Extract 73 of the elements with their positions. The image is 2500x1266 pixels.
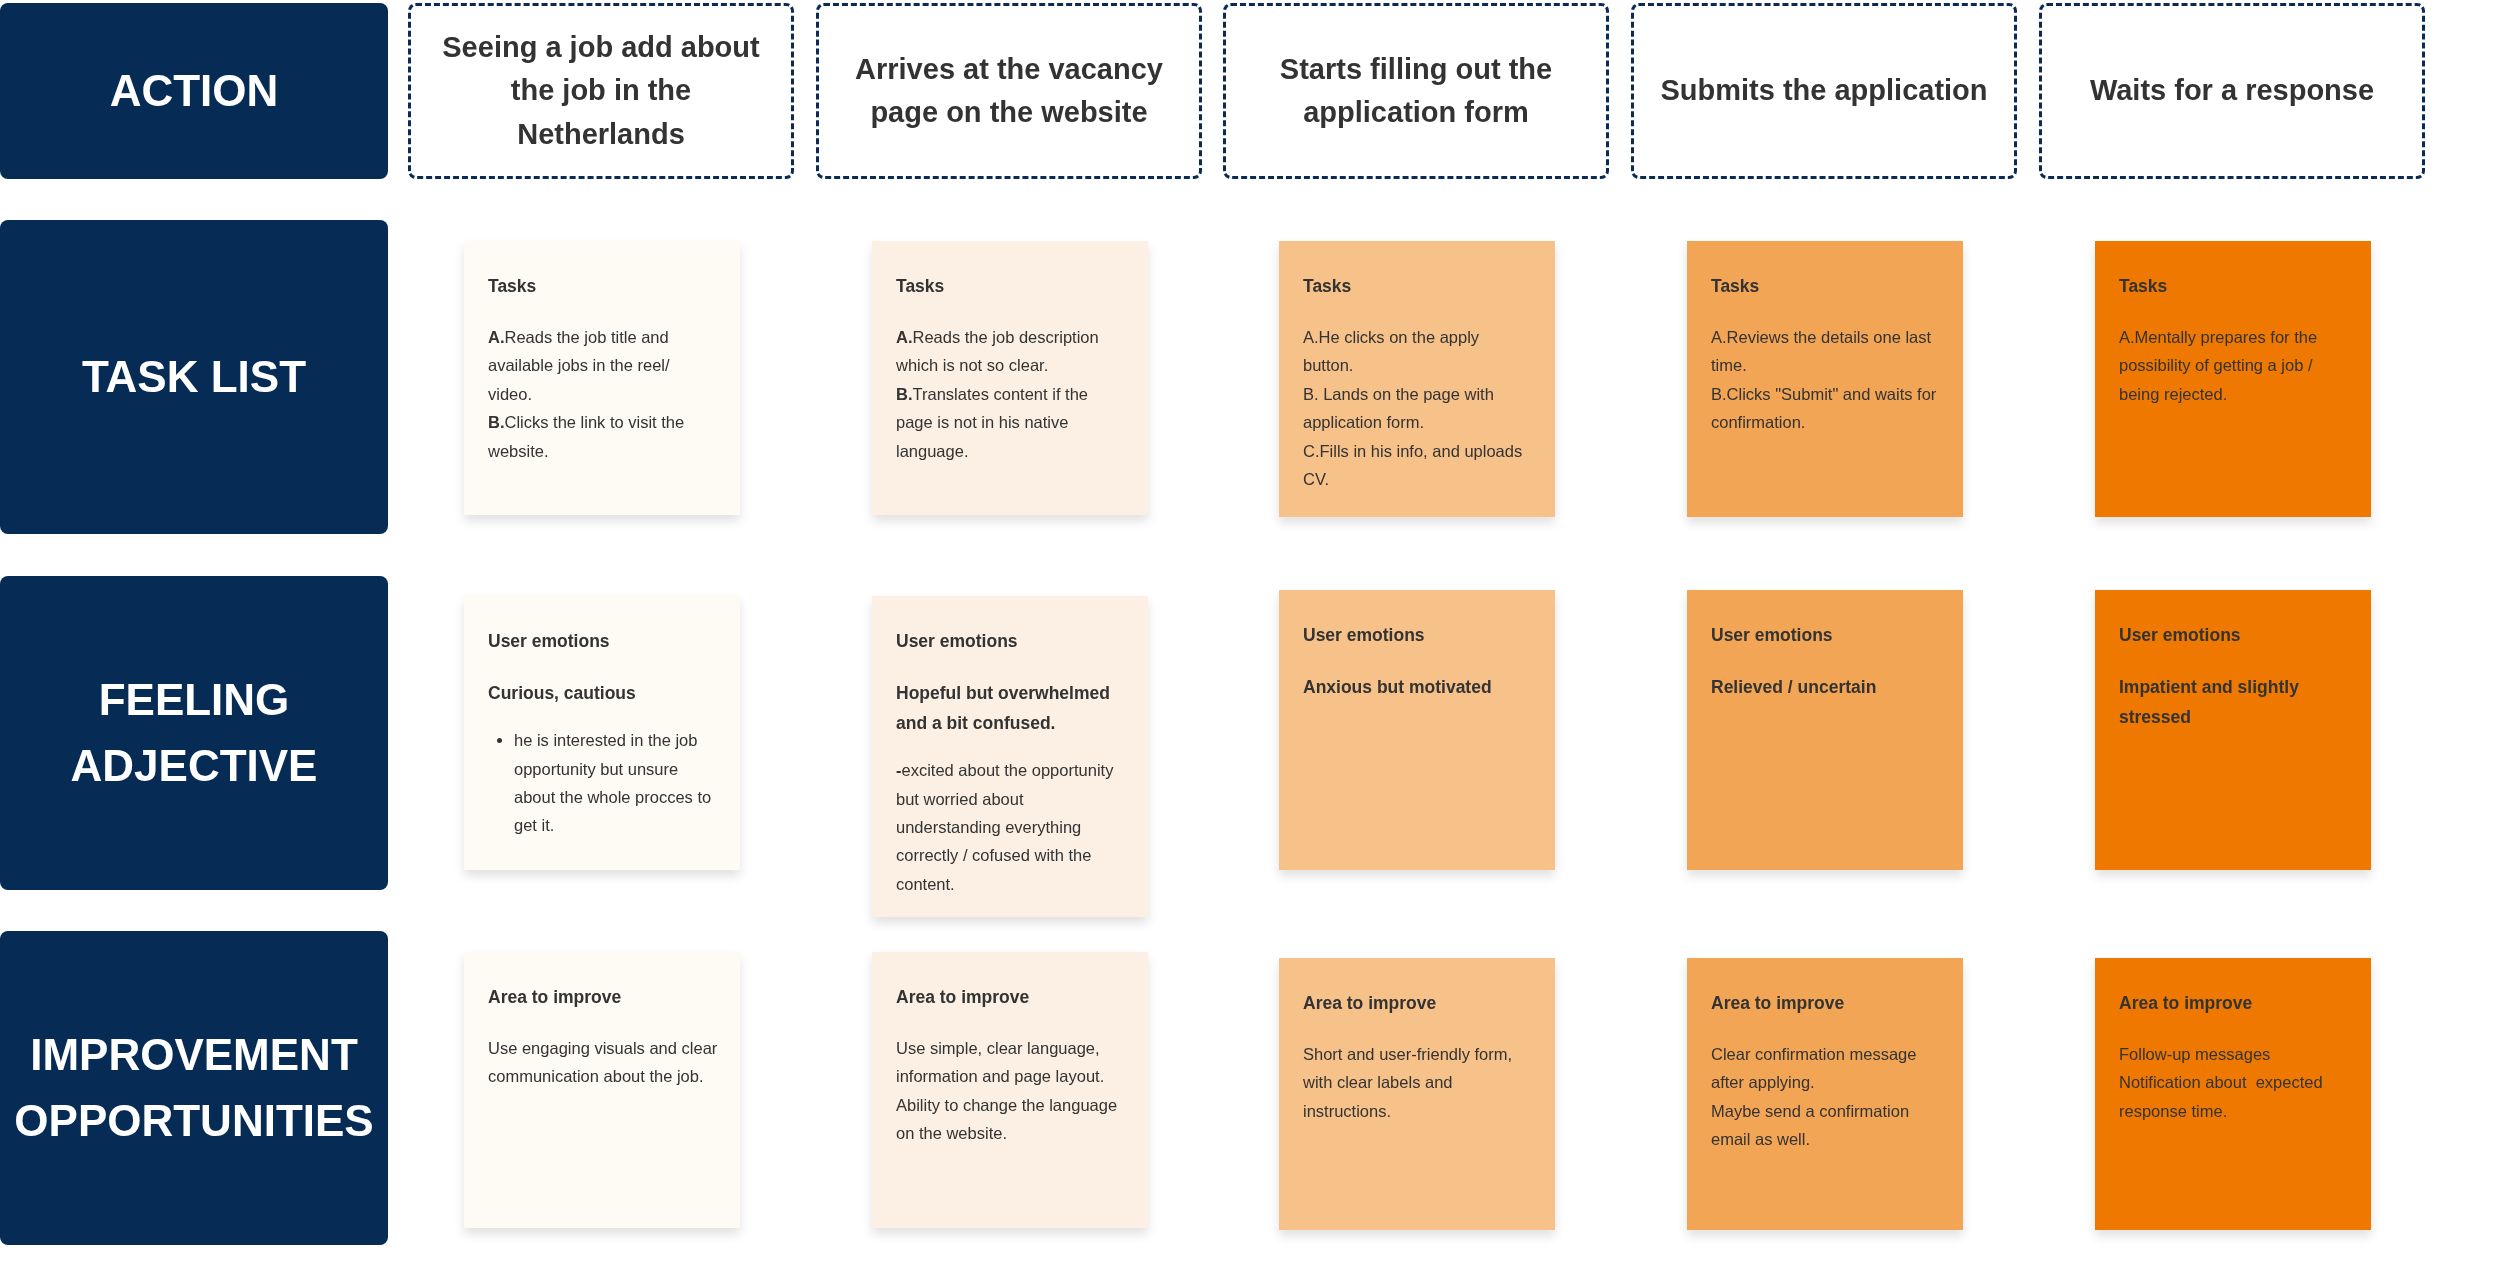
sticky-note: [464, 952, 740, 1228]
note-text: B.Clicks "Submit" and waits for confirmation.: [1711, 383, 1938, 434]
emotion-text: Impatient and slightly stressed: [2119, 676, 2300, 730]
sticky-note: [1687, 590, 1963, 870]
note-text: Clear confirmation message after applying.: [1711, 1044, 1918, 1094]
note-heading: User emotions: [2119, 624, 2242, 647]
row-header-box: [0, 220, 388, 534]
emotion-text: Hopeful but overwhelmed and a bit confused.: [896, 682, 1111, 736]
sticky-note: [1279, 241, 1555, 517]
action-text: Seeing a job add about the job in the Netherlands: [441, 29, 761, 152]
note-heading: Area to improve: [2119, 992, 2254, 1015]
note-text: B. Lands on the page with application form.: [1303, 383, 1495, 434]
note-text: Use engaging visuals and clear communication about the job.: [488, 1038, 718, 1088]
note-text: Notification about expected response time.: [2119, 1072, 2324, 1122]
note-heading: User emotions: [1711, 624, 1834, 647]
action-text: Starts filling out the application form: [1278, 51, 1554, 130]
action-box: [2039, 3, 2425, 179]
note-text: A.Mentally prepares for the possibility of getting a job / being rejected.: [2119, 327, 2319, 405]
sticky-note: [464, 596, 740, 870]
note-text: Maybe send a confirmation email as well.: [1711, 1100, 1911, 1151]
note-heading: Tasks: [488, 275, 538, 298]
note-heading: Tasks: [896, 275, 946, 298]
sticky-note: [2095, 958, 2371, 1230]
bullet-item: he is interested in the job opportunity but unsure about the whole procces to get it.: [488, 726, 718, 840]
note-heading: User emotions: [896, 630, 1019, 653]
note-heading: Area to improve: [1711, 992, 1846, 1015]
note-text: A.Reads the job description which is not so clear.: [896, 327, 1100, 377]
note-heading: Area to improve: [488, 986, 623, 1009]
note-text: -excited about the opportunity but worried about understanding everything correctly / cofused with the content.: [896, 760, 1115, 895]
row-header-label: TASK LIST: [81, 351, 307, 403]
sticky-note: [2095, 590, 2371, 870]
row-header-box: [0, 931, 388, 1245]
note-heading: User emotions: [1303, 624, 1426, 647]
note-heading: Tasks: [2119, 275, 2169, 298]
sticky-note: [1279, 958, 1555, 1230]
row-header-label: IMPROVEMENT OPPORTUNITIES: [13, 1029, 375, 1147]
emotion-text: Relieved / uncertain: [1711, 676, 1878, 700]
note-text: B.Clicks the link to visit the website.: [488, 412, 686, 462]
action-text: Submits the application: [1660, 73, 1988, 109]
row-header-label: FEELING ADJECTIVE: [69, 674, 319, 792]
note-text: Ability to change the language on the website.: [896, 1094, 1119, 1145]
action-box: [1631, 3, 2017, 179]
sticky-note: [1687, 241, 1963, 517]
note-heading: Area to improve: [1303, 992, 1438, 1015]
sticky-note: [464, 241, 740, 515]
note-text: Short and user-friendly form, with clear labels and instructions.: [1303, 1044, 1514, 1122]
row-header-box: [0, 576, 388, 890]
note-text: A.He clicks on the apply button.: [1303, 327, 1481, 377]
action-box: [816, 3, 1202, 179]
action-box: [408, 3, 794, 179]
note-text: B.Translates content if the page is not in his native language.: [896, 383, 1089, 462]
note-text: A.Reviews the details one last time.: [1711, 327, 1933, 377]
action-text: Arrives at the vacancy page on the website: [854, 51, 1164, 130]
note-text: Use simple, clear language, information and page layout.: [896, 1038, 1106, 1088]
note-text: A.Reads the job title and available jobs in the reel/ video.: [488, 327, 671, 405]
sticky-note: [872, 596, 1148, 917]
sticky-note: [872, 241, 1148, 515]
note-text: C.Fills in his info, and uploads CV.: [1303, 440, 1524, 490]
note-heading: User emotions: [488, 630, 611, 653]
note-heading: Tasks: [1711, 275, 1761, 298]
sticky-note: [872, 952, 1148, 1228]
row-header-box: [0, 3, 388, 179]
note-heading: Tasks: [1303, 275, 1353, 298]
sticky-note: [2095, 241, 2371, 517]
action-box: [1223, 3, 1609, 179]
note-text: Follow-up messages: [2119, 1044, 2272, 1066]
emotion-text: Curious, cautious: [488, 682, 637, 706]
sticky-note: [1687, 958, 1963, 1230]
emotion-text: Anxious but motivated: [1303, 676, 1493, 700]
action-text: Waits for a response: [2089, 73, 2375, 109]
row-header-label: ACTION: [109, 65, 279, 117]
note-heading: Area to improve: [896, 986, 1031, 1009]
sticky-note: [1279, 590, 1555, 870]
